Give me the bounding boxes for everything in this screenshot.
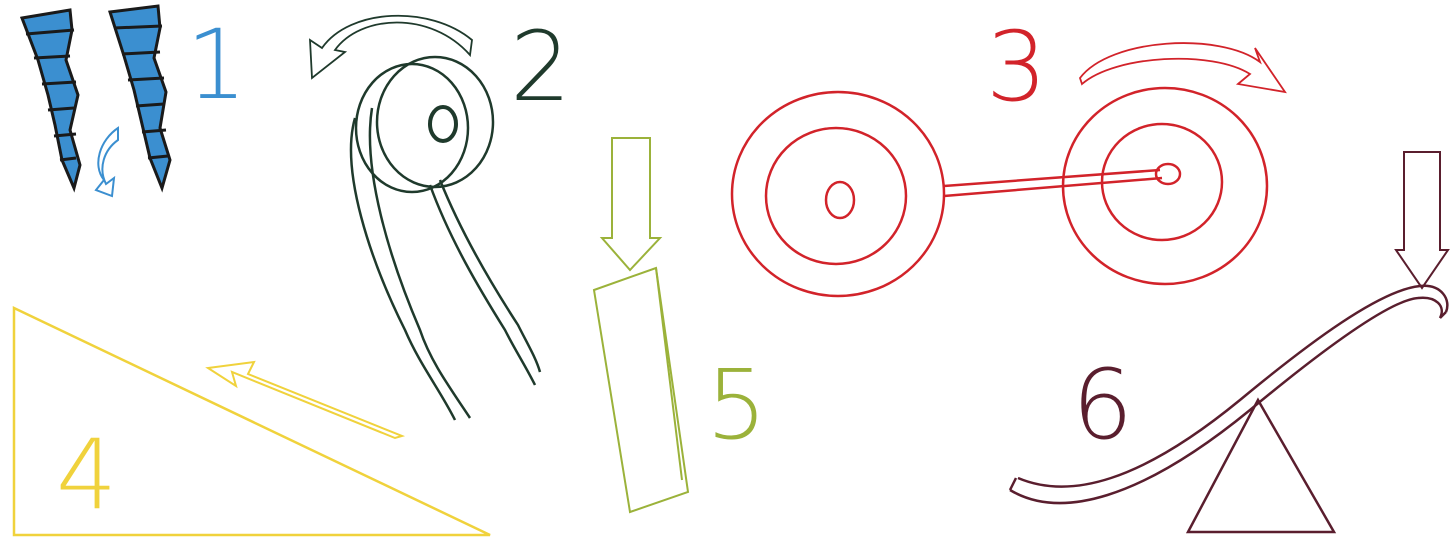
pulley-illustration <box>310 16 540 420</box>
machine-number-4: 4 <box>56 419 117 531</box>
screw-left <box>22 10 80 188</box>
rotation-arrow-icon <box>96 128 118 196</box>
machine-number-6: 6 <box>1072 349 1133 461</box>
machine-number-2: 2 <box>510 11 571 123</box>
machine-number-5: 5 <box>706 349 767 461</box>
screw-right <box>110 6 170 188</box>
machine-number-1: 1 <box>186 9 247 121</box>
up-arrow-icon <box>208 362 402 438</box>
down-arrow-icon <box>1396 152 1448 288</box>
screw-illustration <box>22 6 170 196</box>
down-arrow-icon <box>602 138 660 270</box>
wedge-illustration <box>594 138 688 512</box>
machine-number-3: 3 <box>986 11 1047 123</box>
curved-arrow-icon <box>1080 43 1285 92</box>
lever-illustration <box>1010 152 1448 532</box>
